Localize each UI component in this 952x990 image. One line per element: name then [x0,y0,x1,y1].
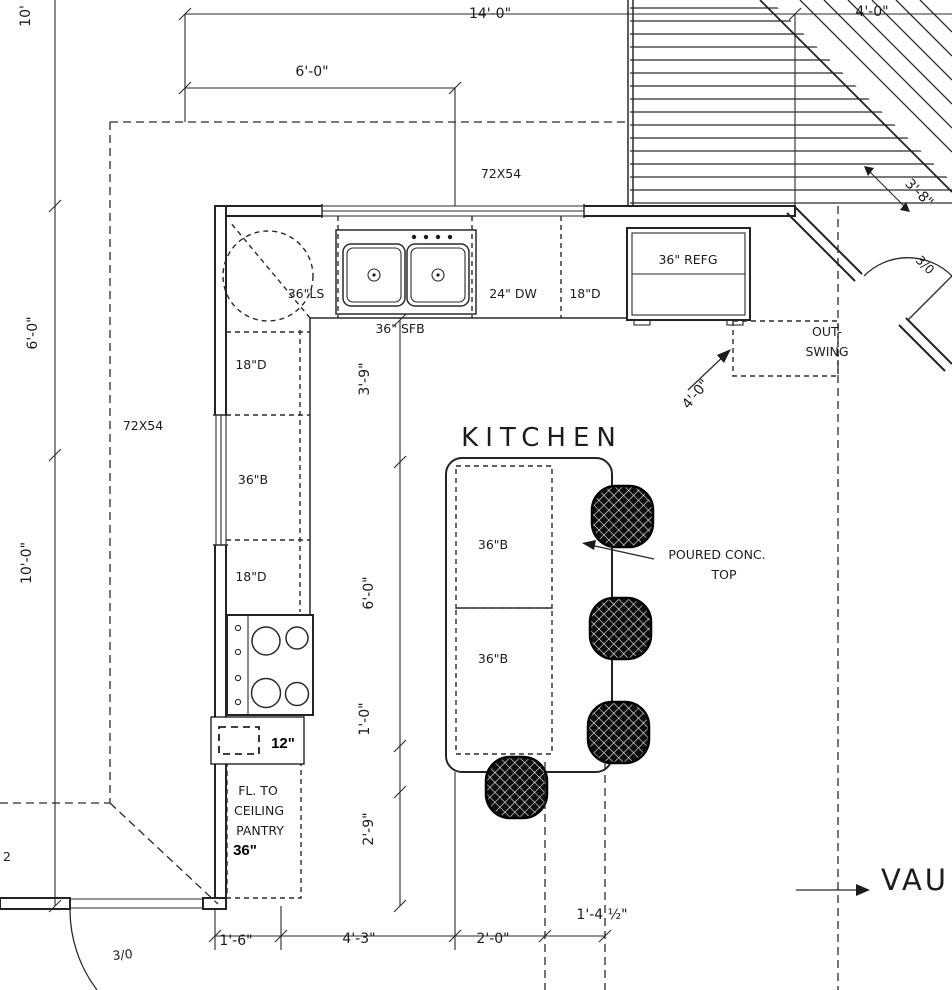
cabinet-refrigerator: 36" REFG [658,252,717,267]
dim-overhang: 1'-0" [357,702,373,735]
annotation-12-box [210,716,305,765]
cabinet-island-2: 36"B [478,651,508,666]
stool-4 [484,755,549,820]
stool-3 [586,700,651,765]
dim-top-width: 14'-0" [469,6,511,22]
dim-top-left-partial: 10' [18,5,34,27]
label-poured-2: TOP [710,567,736,582]
deck-edge [627,0,634,206]
vaulted-arrow [796,884,870,896]
dim-island-length: 6'-0" [361,576,377,609]
label-vaulted: VAU [881,863,949,897]
door-label-bottom: 3/0 [112,946,134,963]
dim-window-top: 6'-0" [295,64,328,80]
label-pantry-3: PANTRY [236,823,284,838]
label-pantry-1: FL. TO [238,783,278,798]
door-swing-right [863,257,952,321]
dim-left-upper: 6'-0" [25,316,41,349]
door-label-right: 3/0 [913,252,938,277]
label-poured-1: POURED CONC. [668,547,765,562]
dim-top-right: 4'-0" [855,4,888,20]
dim-bottom-3: 2'-0" [476,931,509,947]
annotation-12: 12" [271,735,295,752]
label-outswing-1: OUT- [812,324,842,339]
dim-door-clearance: 4'-0" [679,377,713,413]
window-label-left: 72X54 [123,418,163,433]
range [226,614,314,716]
dim-left-edge-partial: 2 [3,849,11,864]
door-swing-bottom [69,898,204,990]
cabinet-base-left: 36"B [238,472,268,487]
dim-bottom-4: 1'-4 ½" [576,907,627,923]
room-title: KITCHEN [461,423,623,453]
cabinet-drawer-top: 18"D [569,286,600,301]
text-labels: 10' 14'-0" 4'-0" 6'-0" 72X54 3'-8" 3/0 3… [3,4,949,963]
stairs [759,0,952,212]
cabinet-lazy-susan: 36"LS [288,286,325,301]
bar-stools [484,484,655,820]
poured-conc-arrow [582,540,655,560]
annotation-36: 36" [233,842,257,859]
outswing-arrow [687,349,731,391]
windows-glyphs [213,204,585,546]
dim-bottom-2: 4'-3" [342,931,375,947]
stool-1 [590,484,655,549]
overhead-dashed-lines [0,121,839,990]
refrigerator [626,227,751,326]
counters [226,216,627,615]
label-outswing-2: SWING [805,344,848,359]
cabinet-dishwasher: 24" DW [489,286,537,301]
stool-2 [588,596,653,661]
cabinet-drawer-left-2: 18"D [235,569,266,584]
window-label-top: 72X54 [481,166,521,181]
dim-bottom-1: 1'-6" [219,933,252,949]
cabinet-island-1: 36"B [478,537,508,552]
deck-boards [630,7,952,204]
cabinet-sink-base: 36" SFB [375,321,424,336]
dimension-lines [48,0,952,950]
lazy-susan [222,221,314,322]
cabinet-drawer-left-1: 18"D [235,357,266,372]
dim-counter-to-island: 3'-9" [357,362,373,395]
dim-left-lower: 10'-0" [19,542,35,584]
dim-walkway: 2'-9" [361,812,377,845]
label-pantry-2: CEILING [234,803,284,818]
sink [335,229,477,315]
